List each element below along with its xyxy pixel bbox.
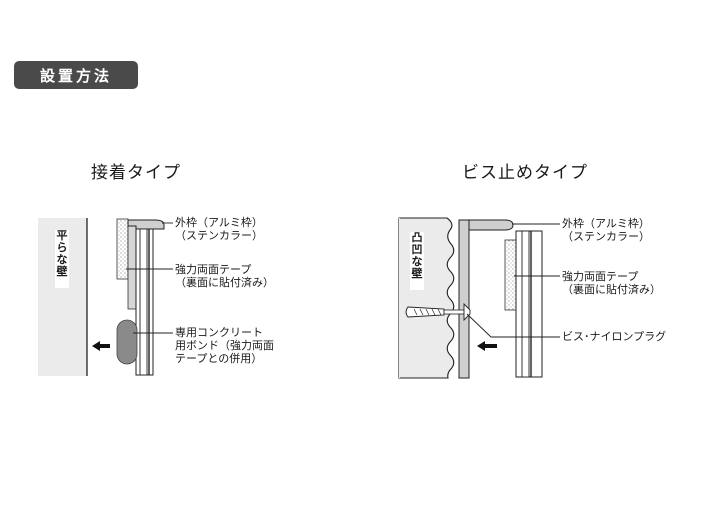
callout-line: 専用コンクリート (175, 326, 263, 339)
wall-label-char: 凸 (411, 231, 423, 244)
arrow-left-icon (477, 341, 497, 351)
right-tape-callout: 強力両面テープ （裏面に貼付済み） (562, 270, 661, 296)
wall-label-char: 凹 (411, 243, 423, 256)
callout-line: 外枠（アルミ枠） (175, 216, 263, 229)
callout-line: ビス･ナイロンプラグ (562, 330, 667, 343)
callout-line: （ステンカラー） (175, 229, 263, 242)
screw (443, 309, 465, 315)
callout-line: （ステンカラー） (562, 230, 650, 243)
callout-line: （裏面に貼付済み） (175, 276, 274, 289)
callout-line: 外枠（アルミ枠） (562, 217, 650, 230)
wall-label-char: 壁 (56, 265, 68, 278)
aluminum-frame (458, 219, 514, 231)
left-wall-label: 平 ら な 壁 (55, 230, 69, 288)
callout-line: 強力両面テープ (562, 270, 639, 283)
arrow-left-icon (92, 341, 110, 351)
callout-line: 用ボンド（強力両面 (175, 339, 274, 352)
wall-label-char: 平 (56, 229, 68, 242)
uneven-wall (398, 217, 455, 379)
right-wall-label: 凸 凹 な 壁 (410, 232, 424, 290)
wall-label-char: ら (56, 241, 68, 254)
concrete-bond (116, 319, 138, 365)
left-diagram-title: 接着タイプ (91, 163, 181, 183)
callout-line: 強力両面テープ (175, 263, 252, 276)
right-diagram-title: ビス止めタイプ (462, 163, 588, 183)
left-tape-callout: 強力両面テープ （裏面に貼付済み） (175, 263, 274, 289)
wall-label-char: な (56, 253, 68, 266)
wall-label-char: な (411, 255, 423, 268)
callout-line: （裏面に貼付済み） (562, 283, 661, 296)
callout-line: テープとの併用） (175, 352, 263, 365)
right-frame-callout: 外枠（アルミ枠） （ステンカラー） (562, 217, 650, 243)
left-bond-callout: 専用コンクリート 用ボンド（強力両面 テープとの併用） (175, 326, 274, 365)
left-frame-callout: 外枠（アルミ枠） （ステンカラー） (175, 216, 263, 242)
double-sided-tape (116, 218, 129, 280)
nylon-plug (405, 306, 445, 318)
wall-label-char: 壁 (411, 267, 423, 280)
double-sided-tape (504, 239, 517, 311)
left-diagram (38, 218, 173, 376)
section-header: 設置方法 (14, 61, 138, 89)
right-screw-callout: ビス･ナイロンプラグ (562, 330, 666, 343)
